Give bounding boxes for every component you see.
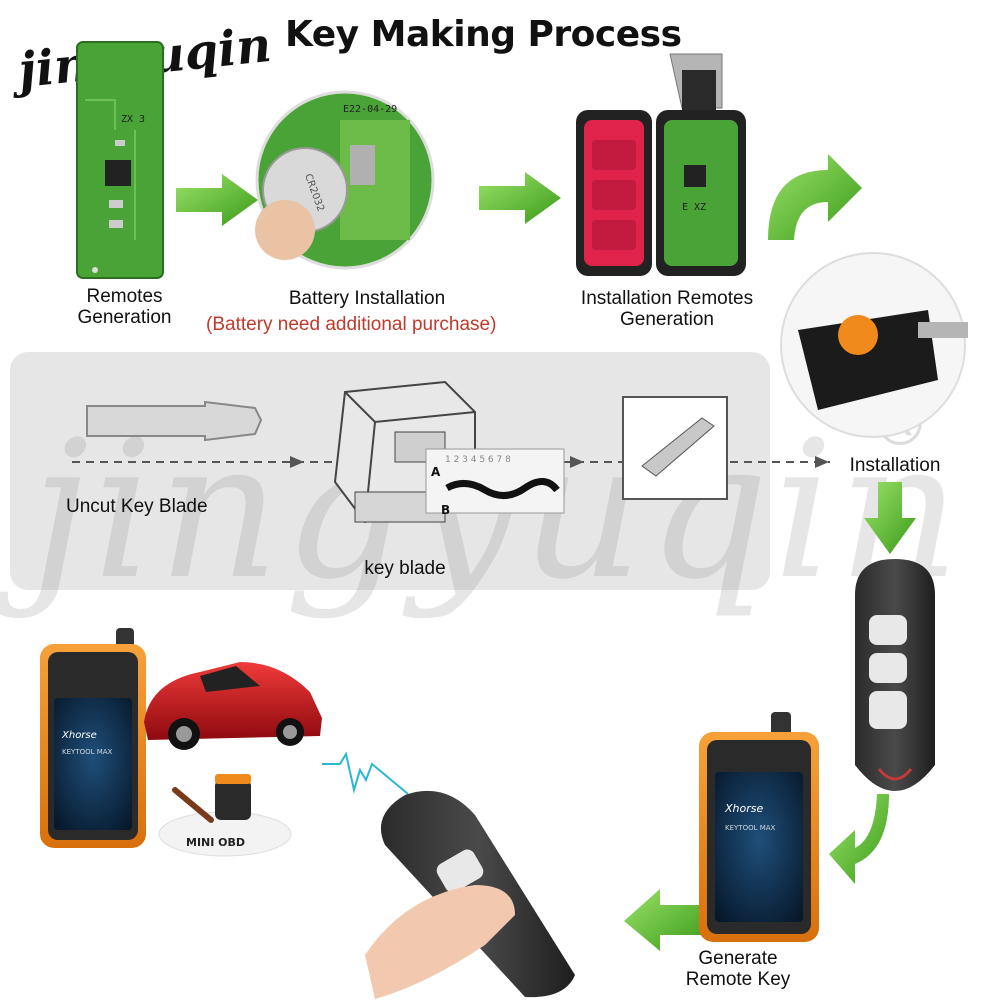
installation-image: [780, 252, 968, 438]
page-title: Key Making Process: [285, 14, 682, 55]
pcb-mark-3: E XZ: [682, 202, 706, 213]
arrow-right-icon: [479, 172, 561, 224]
device-brand-left: Xhorse: [61, 730, 97, 741]
battery-installation-image: CR2032 E22-04-29: [255, 90, 435, 270]
red-car-image: [144, 662, 322, 750]
trunk-button-icon: [869, 691, 907, 729]
pcb-date-code: E22-04-29: [343, 104, 397, 115]
signal-wave-icon: [322, 751, 409, 795]
keytool-max-device-right: Xhorse KEYTOOL MAX: [699, 712, 819, 942]
mini-obd-label: MINI OBD: [186, 836, 246, 849]
curved-arrow-down-icon: [829, 794, 889, 884]
label-remotes-generation: Remotes Generation: [77, 286, 172, 328]
pcb-mark-1: ZX 3: [121, 114, 145, 125]
device-model-left: KEYTOOL MAX: [62, 748, 113, 756]
uncut-key-blade-image: [86, 400, 263, 442]
keytool-max-device-left: Xhorse KEYTOOL MAX: [40, 628, 146, 848]
mini-obd-image: [158, 774, 292, 857]
remote-pcb-image: ZX 3: [76, 41, 164, 279]
label-battery-installation: Battery Installation: [288, 288, 446, 309]
label-battery-note: (Battery need additional purchase): [206, 314, 497, 335]
finished-smart-key-image: [855, 559, 935, 791]
installation-remotes-image: E XZ: [576, 53, 746, 276]
label-uncut-key-blade: Uncut Key Blade: [66, 496, 208, 517]
curved-arrow-down-icon: [768, 154, 862, 240]
key-blade-diagram: A 1 2 3 4 5 6 7 8: [425, 448, 565, 514]
label-key-blade: key blade: [364, 558, 446, 579]
device-brand-right: Xhorse: [724, 802, 763, 815]
lock-button-icon: [869, 615, 907, 645]
blade-side-a: A: [431, 465, 441, 479]
blade-cut-numbers: 1 2 3 4 5 6 7 8: [445, 455, 511, 465]
key-fob-in-hand-image: [365, 790, 575, 999]
arrow-right-icon: [176, 174, 258, 226]
device-model-right: KEYTOOL MAX: [725, 824, 776, 832]
unlock-button-icon: [869, 653, 907, 683]
label-generate-remote-key: Generate Remote Key: [685, 948, 791, 990]
label-installation-remotes: Installation Remotes Generation: [580, 288, 754, 330]
label-installation: Installation: [849, 455, 941, 476]
cut-key-blade-image: [622, 396, 728, 500]
arrow-left-icon: [624, 889, 706, 951]
arrow-down-icon: [864, 482, 916, 554]
blade-side-b: B: [441, 503, 451, 517]
